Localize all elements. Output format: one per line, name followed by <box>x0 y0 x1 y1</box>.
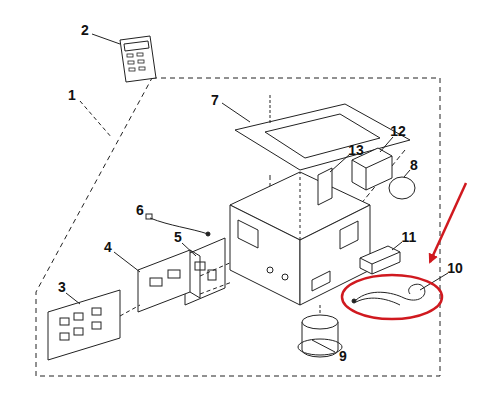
callout-number: 8 <box>410 158 418 172</box>
callout-number: 10 <box>447 261 463 275</box>
bracket <box>318 154 350 205</box>
callout-number: 1 <box>68 88 76 102</box>
callout-number: 7 <box>211 93 219 107</box>
display-board <box>114 250 232 312</box>
assembly-outline <box>36 78 440 376</box>
callout-number: 11 <box>402 230 417 244</box>
front-panel <box>48 290 140 360</box>
callout-number: 6 <box>136 203 144 217</box>
callout-number: 3 <box>58 280 66 294</box>
capacitor <box>298 305 342 357</box>
relay-block <box>360 242 402 274</box>
callout-number: 4 <box>104 240 112 254</box>
ring <box>389 170 415 199</box>
callout-number: 13 <box>348 143 364 157</box>
callout-number: 2 <box>81 23 89 37</box>
leader-line <box>80 101 112 138</box>
callout-number: 9 <box>339 349 347 363</box>
callout-number: 12 <box>390 124 406 138</box>
highlight-arrow <box>430 183 466 262</box>
remote-control <box>92 34 156 82</box>
highlight-circle <box>342 275 442 319</box>
callout-number: 5 <box>174 230 182 244</box>
